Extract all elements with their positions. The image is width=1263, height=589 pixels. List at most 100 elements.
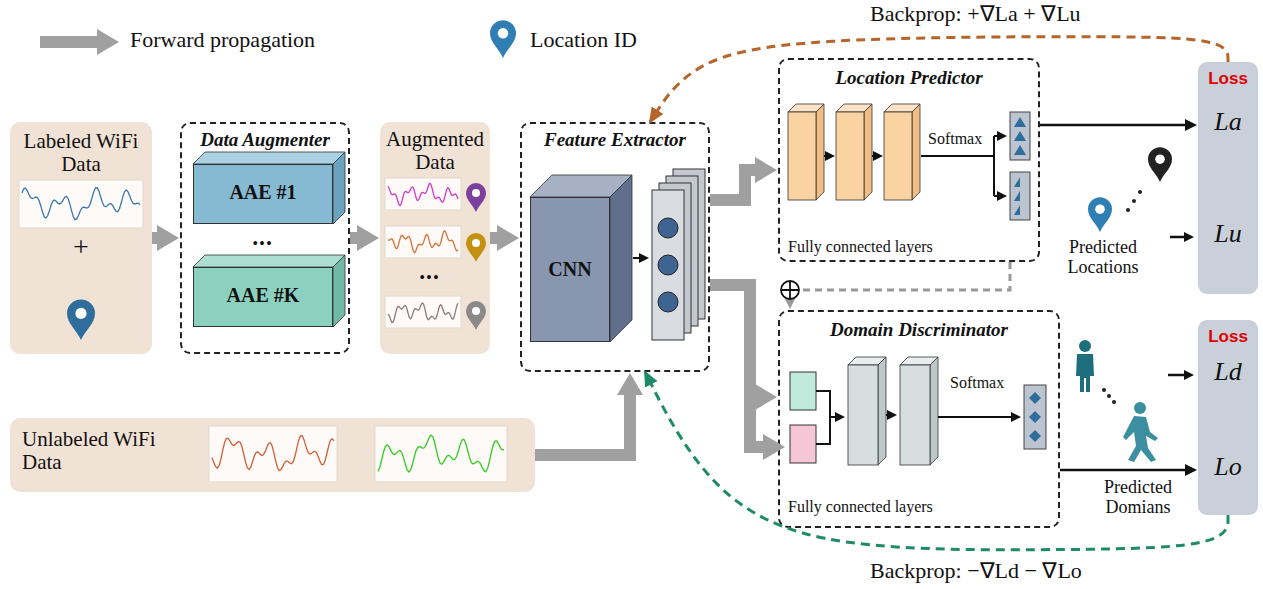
forward-arrow [535,394,630,455]
panel-title: Feature Extractor [522,130,708,151]
class-triangle [1014,205,1020,215]
node-text: + [16,232,146,263]
text-holder: ••• [213,236,313,251]
backprop-arrow [645,372,1228,550]
location-pin [490,20,516,58]
backprop-label: Backprop: −∇Ld − ∇Lo [870,559,1190,583]
text-holder: Predicted Locations [1048,238,1158,278]
node-text: La [1198,108,1258,137]
pin-body [1088,197,1112,232]
output-vector [1010,172,1030,220]
sum-symbol [781,281,799,299]
small-arrow [938,416,1012,418]
pin-hole [472,239,480,247]
sum-cross [781,281,799,299]
text-holder: Data Augmenter [182,130,348,151]
small-arrow [1168,374,1185,377]
text-holder: + [16,232,146,263]
text-holder: AAE #1 [194,181,332,203]
node-text: Fully connected layers [788,238,968,256]
text-holder: AAE #K [194,284,332,306]
pin-body [466,183,486,212]
forward-arrow [710,285,756,397]
output-label: Predicted Locations [1048,238,1158,278]
panel-title: Loss [1198,70,1258,89]
person-head [1079,340,1091,352]
block-top [193,152,345,164]
signal-frame [385,178,461,210]
output-label: Predicted Domians [1088,478,1188,518]
pin-hole [75,308,86,319]
block-front [900,365,930,465]
location-pin [466,183,486,212]
pin-hole [498,28,508,38]
layer-block [848,357,886,465]
text-holder: Augmented Data [380,128,490,174]
panel-title: AAE #1 [194,181,332,203]
walking-person [1123,416,1158,462]
location-pin [1088,197,1112,232]
panel-title: Data Augmenter [182,130,348,151]
pin-body [466,301,486,330]
wifi-signal [378,435,504,472]
text-holder: Predicted Domians [1088,478,1188,518]
pin-body [1148,147,1172,182]
feature-unit [658,255,678,275]
backprop-label: Backprop: +∇La + ∇Lu [870,2,1190,26]
pin-hole [472,189,480,197]
pin-body [466,233,486,262]
feature-unit [658,218,678,238]
class-triangle [1014,145,1026,155]
node-text: Lo [1198,453,1258,482]
text-holder: Lu [1198,220,1258,249]
small-arrow [886,414,888,416]
block-side [816,104,824,200]
loss-panel: LossLaLu [1198,62,1258,294]
feedback-arrow [790,262,1010,298]
signal-frame [385,226,461,258]
location-pin [67,299,95,340]
legend-item: Forward propagation [130,28,390,52]
class-diamond [1029,411,1041,423]
text-holder: Labeled WiFi Data [16,130,146,176]
block-side [930,357,938,465]
block-front [836,112,864,200]
backprop-arrow [650,37,1228,122]
layer-block [788,104,824,200]
wifi-signal [388,303,458,322]
location-pin [1148,147,1172,182]
wifi-signal [212,436,334,471]
forward-branch [750,400,764,447]
output-vector [1024,385,1046,449]
node-text: Fully connected layers [788,498,968,516]
small-arrow [1170,236,1185,239]
layer-block [193,152,345,224]
feature-map [652,190,684,340]
class-triangle [1014,117,1026,127]
sum-circle [781,281,799,299]
ellipsis-dot [1107,394,1111,398]
forward-arrow [152,232,158,244]
signal-frame [385,296,461,328]
layer-block [193,255,345,327]
panel-title: AAE #K [194,284,332,306]
layer-block [900,357,938,465]
signal-frame [375,426,507,482]
pin-hole [1095,204,1105,214]
text-holder: Loss [1198,328,1258,347]
text-holder: Softmax [928,130,990,148]
encoder-block: AAE #1 [193,164,333,224]
panel-title: Domain Discriminator [780,320,1058,341]
location-pin [466,301,486,330]
small-arrow [994,135,998,137]
ellipsis-dot [1126,208,1130,212]
layer-block [836,104,872,200]
block-top [193,255,345,267]
text-holder: Lo [1198,453,1258,482]
loss-panel: LossLdLo [1198,320,1258,515]
output-vector [1010,112,1030,160]
softmax-line [993,136,995,196]
person-body [1076,354,1094,392]
merge-line [816,391,830,444]
